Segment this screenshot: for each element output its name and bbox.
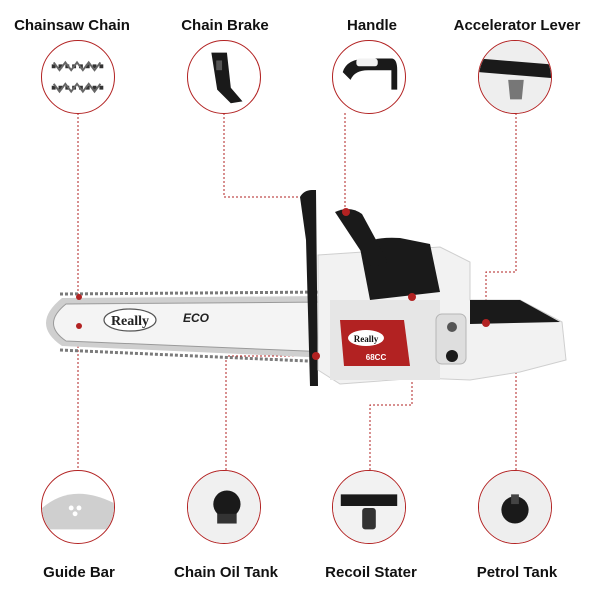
- thumb-chainsaw-chain: [41, 40, 115, 114]
- engine-badge-text: 68CC: [366, 353, 387, 362]
- thumb-recoil-starter: [332, 470, 406, 544]
- thumb-chain-brake: [187, 40, 261, 114]
- fuel-cap-icon: [479, 471, 551, 543]
- label-chain-oil-tank: Chain Oil Tank: [174, 564, 278, 581]
- brake-lever-icon: [211, 52, 243, 104]
- label-chain-brake: Chain Brake: [181, 17, 269, 34]
- leader-chain-brake: [223, 113, 300, 198]
- oil-cap-icon: [188, 471, 260, 543]
- label-recoil-starter: Recoil Stater: [325, 564, 417, 581]
- body-brand-text: Really: [354, 334, 379, 344]
- label-petrol-tank: Petrol Tank: [476, 564, 558, 581]
- leader-chain-oil-tank: [225, 355, 316, 470]
- thumb-chain-oil-tank: [187, 470, 261, 544]
- front-handle: [300, 190, 318, 386]
- thumb-guide-bar: [41, 470, 115, 544]
- thumb-petrol-tank: [478, 470, 552, 544]
- label-accelerator-lever: Accelerator Lever: [453, 17, 581, 34]
- bar-model-text: ECO: [183, 311, 210, 325]
- thumb-handle: [332, 40, 406, 114]
- label-guide-bar: Guide Bar: [43, 564, 115, 581]
- label-handle: Handle: [346, 17, 397, 34]
- bar-tip-icon: [42, 493, 114, 530]
- label-chainsaw-chain: Chainsaw Chain: [14, 17, 130, 34]
- leader-accelerator-lever: [485, 113, 517, 323]
- trigger-icon: [479, 41, 551, 113]
- chainsaw-body: [312, 208, 567, 385]
- chain-links-icon: [51, 60, 105, 94]
- handle-grip-icon: [342, 58, 398, 90]
- guide-bar: [46, 290, 331, 364]
- pull-starter-icon: [333, 471, 405, 543]
- bar-brand-text: Really: [111, 314, 149, 329]
- thumb-accelerator-lever: [478, 40, 552, 114]
